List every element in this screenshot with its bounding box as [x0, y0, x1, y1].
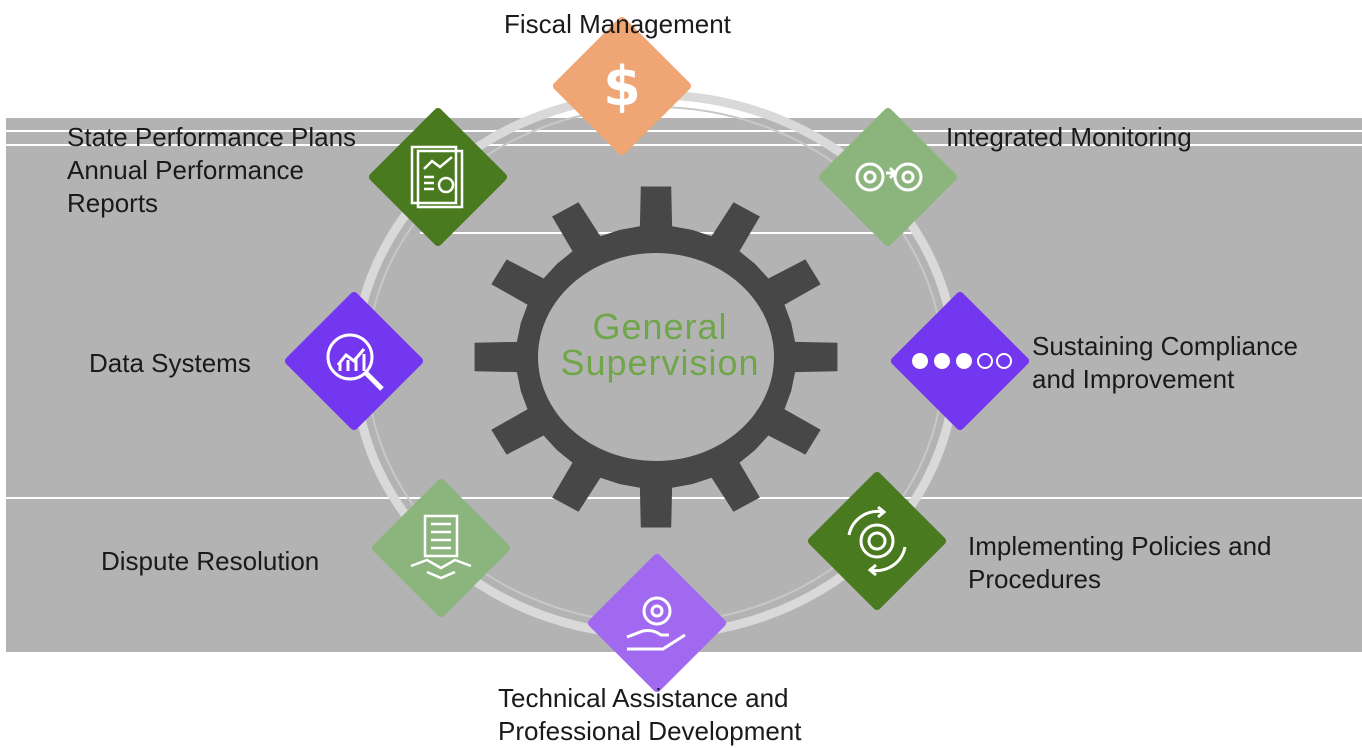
- label-line: Professional Development: [498, 716, 802, 746]
- diamond-implementing: [807, 471, 947, 611]
- label-line: Dispute Resolution: [101, 546, 320, 576]
- report-icon: [410, 145, 464, 209]
- label-line: Fiscal Management: [504, 9, 731, 39]
- diamond-data: [284, 291, 424, 431]
- gears-cycle-icon: [855, 162, 923, 192]
- band-stripe: [6, 144, 1362, 146]
- diamond-fiscal: $: [552, 16, 692, 156]
- gear-hole: [538, 253, 774, 461]
- diamond-integrated: [818, 107, 958, 247]
- label-line: Sustaining Compliance: [1032, 331, 1298, 361]
- label-line: State Performance Plans: [67, 122, 357, 152]
- label-line: Technical Assistance and: [498, 683, 789, 713]
- label-state-performance-plans: State Performance Plans Annual Performan…: [67, 121, 356, 220]
- label-integrated-monitoring: Integrated Monitoring: [946, 121, 1192, 154]
- contract-handshake-icon: [410, 514, 472, 580]
- label-fiscal-management: Fiscal Management: [504, 8, 731, 41]
- progress-dots-icon: [912, 353, 1012, 369]
- label-line: Data Systems: [89, 348, 251, 378]
- diamond-technical: [587, 553, 727, 693]
- diamond-spp-shape: [368, 107, 508, 247]
- label-line: Integrated Monitoring: [946, 122, 1192, 152]
- diamond-spp: [368, 107, 508, 247]
- label-line: Procedures: [968, 564, 1101, 594]
- label-implementing-policies: Implementing Policies and Procedures: [968, 530, 1272, 596]
- label-technical-assistance: Technical Assistance and Professional De…: [498, 682, 802, 748]
- label-sustaining-compliance: Sustaining Compliance and Improvement: [1032, 330, 1298, 396]
- diamond-integrated-shape: [818, 107, 958, 247]
- label-line: Annual Performance: [67, 155, 305, 185]
- label-line: Reports: [67, 188, 159, 218]
- diamond-fiscal-shape: [552, 16, 692, 156]
- label-line: and Improvement: [1032, 364, 1235, 394]
- center-title-line2: Supervision: [560, 342, 760, 383]
- central-gear-icon: [474, 186, 838, 528]
- svg-text:$: $: [603, 55, 641, 118]
- band-stripe: [6, 497, 1362, 499]
- band-stripe: [6, 130, 1362, 132]
- diamond-sustaining: [890, 291, 1030, 431]
- dollar-icon: $: [603, 55, 641, 118]
- gray-band-top: [6, 118, 1362, 148]
- diamond-dispute: [371, 478, 511, 618]
- label-data-systems: Data Systems: [89, 347, 251, 380]
- label-line: Implementing Policies and: [968, 531, 1272, 561]
- diamond-implementing-shape: [807, 471, 947, 611]
- magnifier-chart-icon: [326, 333, 384, 391]
- gear-refresh-icon: [847, 505, 907, 577]
- label-dispute-resolution: Dispute Resolution: [101, 545, 319, 578]
- center-title-line1: General: [592, 306, 728, 347]
- center-title: General Supervision: [520, 309, 800, 381]
- hand-gear-icon: [626, 596, 686, 651]
